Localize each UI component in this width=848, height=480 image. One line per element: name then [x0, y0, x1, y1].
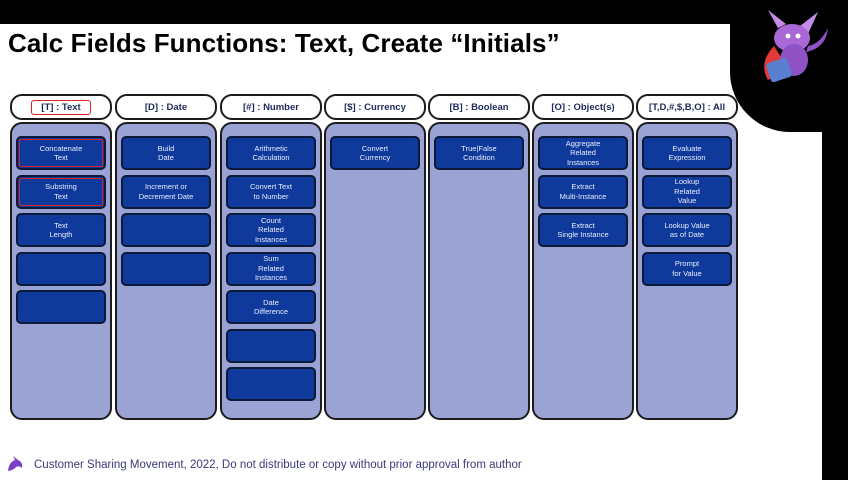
empty-function-cell[interactable]	[226, 328, 316, 363]
function-cell[interactable]: Text Length	[16, 213, 106, 247]
column-header: [#] : Number	[220, 94, 322, 120]
column-header-label: [$] : Currency	[344, 101, 406, 113]
empty-function-cell[interactable]	[121, 213, 211, 247]
function-cell[interactable]: True|False Condition	[434, 136, 524, 170]
dragon-mascot-icon	[764, 10, 828, 83]
column-header-label: [T,D,#,$,B,O] : All	[648, 101, 726, 113]
function-cell[interactable]: Concatenate Text	[16, 136, 106, 170]
function-cell[interactable]: Sum Related Instances	[226, 251, 316, 286]
function-cell[interactable]: Date Difference	[226, 290, 316, 324]
column-header: [$] : Currency	[324, 94, 426, 120]
column-header: [D] : Date	[115, 94, 217, 120]
empty-function-cell[interactable]	[16, 251, 106, 286]
function-cell[interactable]: Lookup Value as of Date	[642, 213, 732, 247]
column-header-label: [#] : Number	[243, 101, 299, 113]
slide-title: Calc Fields Functions: Text, Create “Ini…	[8, 28, 560, 58]
function-cell[interactable]: Arithmetic Calculation	[226, 136, 316, 170]
function-cell[interactable]: Count Related Instances	[226, 213, 316, 247]
function-cell[interactable]: Convert Text to Number	[226, 174, 316, 209]
column-header: [B] : Boolean	[428, 94, 530, 120]
function-cell[interactable]: Evaluate Expression	[642, 136, 732, 170]
column-header: [O] : Object(s)	[532, 94, 634, 120]
function-cell[interactable]: Build Date	[121, 136, 211, 170]
empty-function-cell[interactable]	[226, 367, 316, 401]
function-cell[interactable]: Aggregate Related Instances	[538, 136, 628, 170]
column-body	[324, 122, 426, 420]
column-header-label: [O] : Object(s)	[551, 101, 615, 113]
function-cell[interactable]: Increment or Decrement Date	[121, 174, 211, 209]
column-header-label: [D] : Date	[144, 101, 188, 113]
column-body	[532, 122, 634, 420]
column-body	[428, 122, 530, 420]
function-cell[interactable]: Convert Currency	[330, 136, 420, 170]
function-cell[interactable]: Extract Single Instance	[538, 213, 628, 247]
empty-function-cell[interactable]	[16, 290, 106, 324]
top-bar	[0, 0, 848, 24]
function-cell[interactable]: Substring Text	[16, 174, 106, 209]
empty-function-cell[interactable]	[121, 251, 211, 286]
dragon-logo-icon	[8, 456, 23, 471]
column-header: [T,D,#,$,B,O] : All	[636, 94, 738, 120]
function-cell[interactable]: Prompt for Value	[642, 251, 732, 286]
footer-copyright: Customer Sharing Movement, 2022, Do not …	[34, 459, 522, 471]
column-header-label: [B] : Boolean	[449, 101, 509, 113]
column-header: [T] : Text	[10, 94, 112, 120]
column-header-label: [T] : Text	[31, 99, 91, 115]
function-cell[interactable]: Lookup Related Value	[642, 174, 732, 209]
function-cell[interactable]: Extract Multi-Instance	[538, 174, 628, 209]
